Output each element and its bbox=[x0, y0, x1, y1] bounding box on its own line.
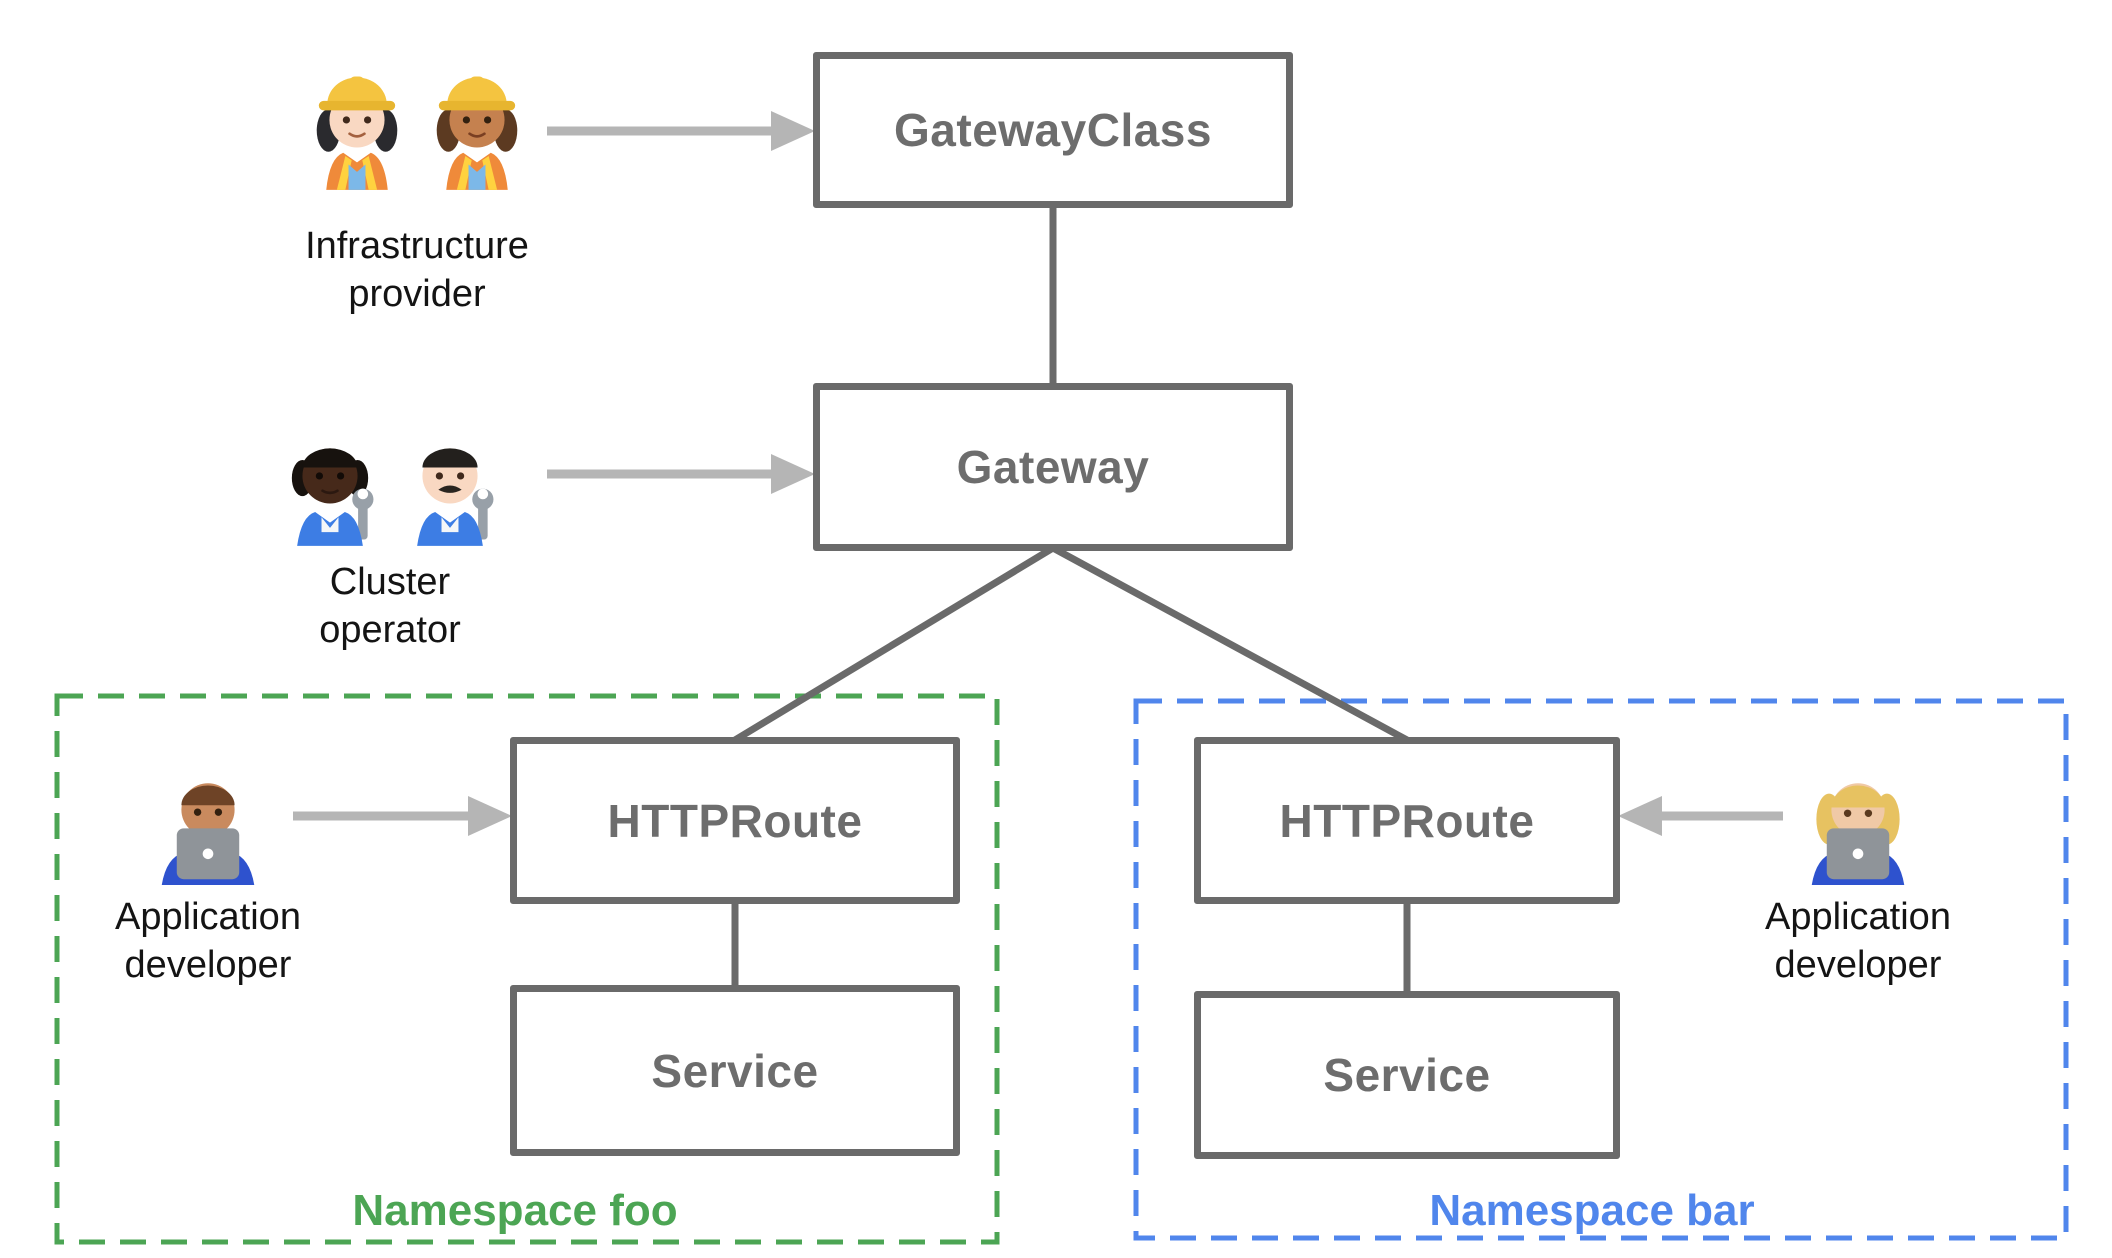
mechanic-dark-skin-icon bbox=[291, 448, 374, 546]
namespace-foo-label: Namespace foo bbox=[352, 1186, 678, 1235]
app-developer-bar-label: Application developer bbox=[1765, 893, 1951, 989]
app-developer-bar-label-line1: Application bbox=[1765, 896, 1951, 938]
woman-construction-worker-medium-icon bbox=[436, 76, 518, 190]
line-gateway-httproute-foo bbox=[733, 545, 1055, 743]
namespace-foo-boundary bbox=[54, 693, 1000, 1245]
namespace-bar-label: Namespace bar bbox=[1429, 1186, 1755, 1235]
man-mechanic-light-icon bbox=[417, 448, 494, 546]
relationship-lines bbox=[731, 205, 1411, 994]
httproute-bar-node: HTTPRoute bbox=[1194, 737, 1620, 904]
arrow-app-developer-bar-head bbox=[1618, 796, 1662, 836]
gatewayclass-label: GatewayClass bbox=[894, 104, 1212, 156]
infrastructure-provider-label-line1: Infrastructure bbox=[305, 225, 529, 267]
httproute-foo-node: HTTPRoute bbox=[510, 737, 960, 904]
app-developer-foo-label-line2: developer bbox=[124, 944, 292, 986]
httproute-bar-label: HTTPRoute bbox=[1279, 794, 1535, 847]
app-developer-foo-label: Application developer bbox=[115, 893, 301, 989]
gatewayclass-node: GatewayClass bbox=[813, 52, 1293, 208]
app-developer-foo-icons bbox=[150, 752, 266, 885]
persona-app-developer-foo: Application developer bbox=[58, 752, 358, 989]
line-gateway-httproute-bar bbox=[1051, 544, 1409, 744]
woman-technologist-blonde-icon bbox=[1811, 783, 1905, 885]
service-bar-node: Service bbox=[1194, 991, 1620, 1159]
persona-cluster-operator: Cluster operator bbox=[185, 408, 595, 654]
arrow-cluster-operator-head bbox=[771, 454, 815, 494]
cluster-operator-label-line1: Cluster bbox=[329, 561, 451, 603]
gateway-node: Gateway bbox=[813, 383, 1293, 551]
cluster-operator-label: Cluster operator bbox=[319, 558, 461, 654]
infrastructure-provider-label: Infrastructure provider bbox=[305, 222, 529, 318]
service-foo-label: Service bbox=[651, 1044, 819, 1097]
infrastructure-provider-label-line2: provider bbox=[348, 273, 486, 315]
arrow-app-developer-foo-head bbox=[468, 796, 512, 836]
man-technologist-medium-icon bbox=[161, 783, 255, 885]
app-developer-bar-label-line2: developer bbox=[1774, 944, 1942, 986]
infrastructure-provider-icons bbox=[304, 52, 530, 190]
httproute-foo-label: HTTPRoute bbox=[607, 794, 863, 847]
app-developer-bar-icons bbox=[1800, 752, 1916, 885]
service-foo-node: Service bbox=[510, 985, 960, 1156]
cluster-operator-label-line2: operator bbox=[319, 609, 461, 651]
woman-construction-worker-light-icon bbox=[316, 76, 398, 190]
persona-arrows bbox=[293, 111, 1783, 836]
arrow-infrastructure-provider-head bbox=[771, 111, 815, 151]
persona-app-developer-bar: Application developer bbox=[1708, 752, 2008, 989]
persona-infrastructure-provider: Infrastructure provider bbox=[212, 52, 622, 318]
namespace-bar-boundary bbox=[1133, 698, 2069, 1241]
app-developer-foo-label-line1: Application bbox=[115, 896, 301, 938]
cluster-operator-icons bbox=[277, 408, 503, 546]
gateway-label: Gateway bbox=[956, 441, 1150, 493]
service-bar-label: Service bbox=[1323, 1049, 1491, 1101]
